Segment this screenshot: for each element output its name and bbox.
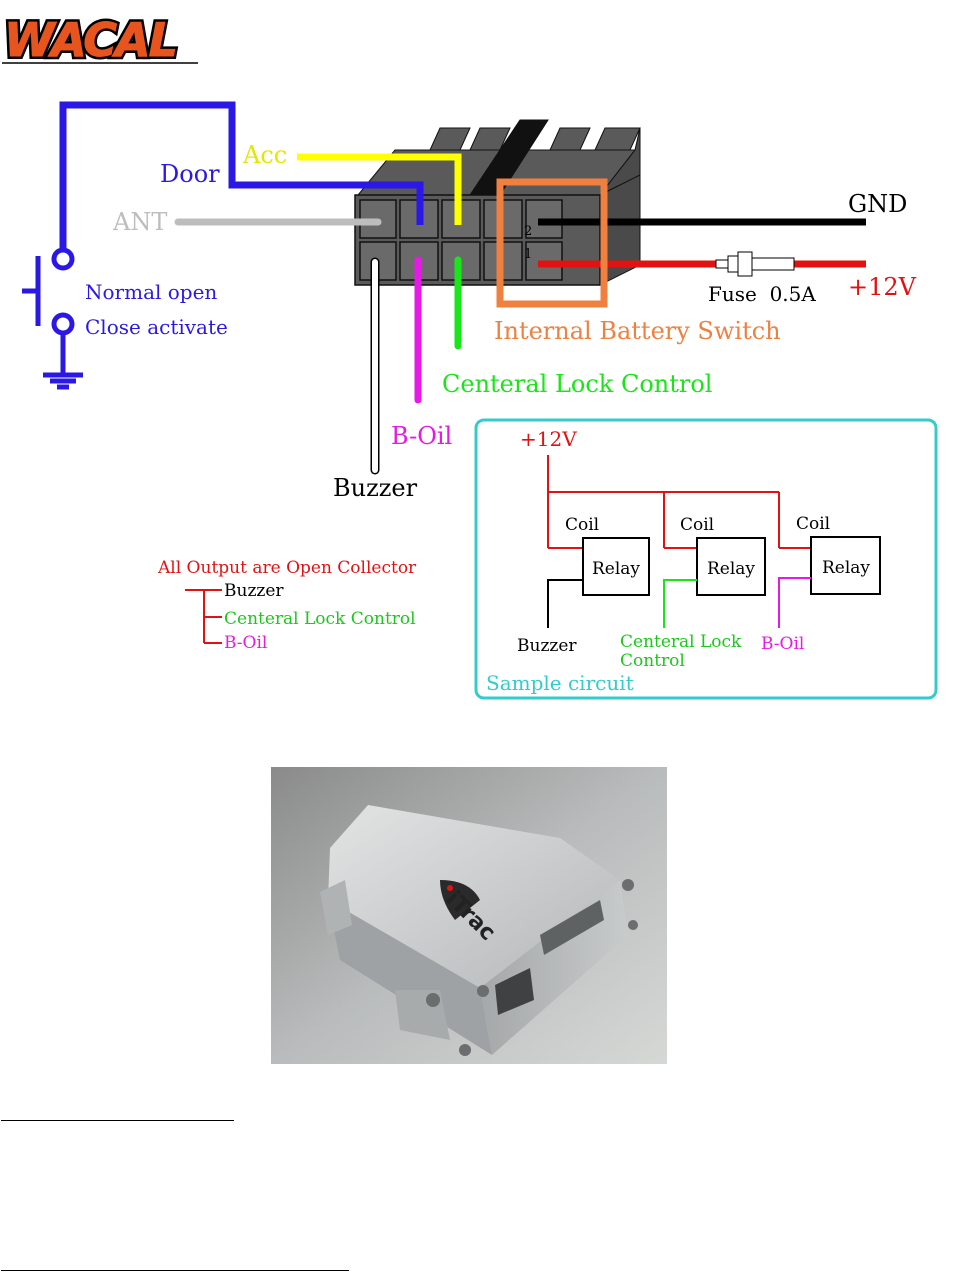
coil-label: Coil xyxy=(680,515,714,535)
sample-boil-label: B-Oil xyxy=(761,634,804,654)
section-rule xyxy=(1,1120,234,1121)
relay-label: Relay xyxy=(822,558,870,578)
outputs-note-item: B-Oil xyxy=(224,633,267,653)
outputs-note-title: All Output are Open Collector xyxy=(157,558,417,578)
door-label: Door xyxy=(160,160,220,188)
buzzer-label: Buzzer xyxy=(333,474,418,502)
sample-circuit: +12V Coil Coil Coil Relay Relay Relay Bu… xyxy=(476,420,936,698)
sample-power-label: +12V xyxy=(520,427,577,451)
outputs-note-item: Buzzer xyxy=(224,581,284,601)
sample-central-lock-label-2: Control xyxy=(620,651,685,671)
relay-label: Relay xyxy=(707,559,755,579)
fuse-label: Fuse 0.5A xyxy=(708,282,816,306)
sample-central-lock-label: Centeral Lock xyxy=(620,632,742,652)
wacal-logo: WACAL WACAL xyxy=(2,13,198,67)
outputs-note-item: Centeral Lock Control xyxy=(224,609,416,629)
pin1-label: 1 xyxy=(524,247,532,262)
normal-open-label: Normal open xyxy=(85,280,217,304)
door-switch-symbol xyxy=(22,250,83,387)
outputs-note: All Output are Open Collector Buzzer Cen… xyxy=(157,558,417,653)
coil-label: Coil xyxy=(565,515,599,535)
plus12v-label: +12V xyxy=(848,273,917,301)
central-lock-label: Centeral Lock Control xyxy=(442,370,712,398)
internal-battery-switch-label: Internal Battery Switch xyxy=(494,317,781,345)
boil-label: B-Oil xyxy=(391,422,452,450)
fuse-symbol xyxy=(716,252,794,276)
acc-label: Acc xyxy=(242,141,287,169)
coil-label: Coil xyxy=(796,514,830,534)
section-rule xyxy=(1,1270,349,1271)
sample-buzzer-label: Buzzer xyxy=(517,636,577,656)
device-photo: iTrac xyxy=(271,767,667,1064)
ant-label: ANT xyxy=(112,208,167,236)
close-activate-label: Close activate xyxy=(85,315,228,339)
relay-label: Relay xyxy=(592,559,640,579)
gnd-label: GND xyxy=(848,190,907,218)
logo-text: WACAL xyxy=(4,13,176,67)
sample-circuit-label: Sample circuit xyxy=(486,671,634,695)
pin2-label: 2 xyxy=(524,224,532,239)
